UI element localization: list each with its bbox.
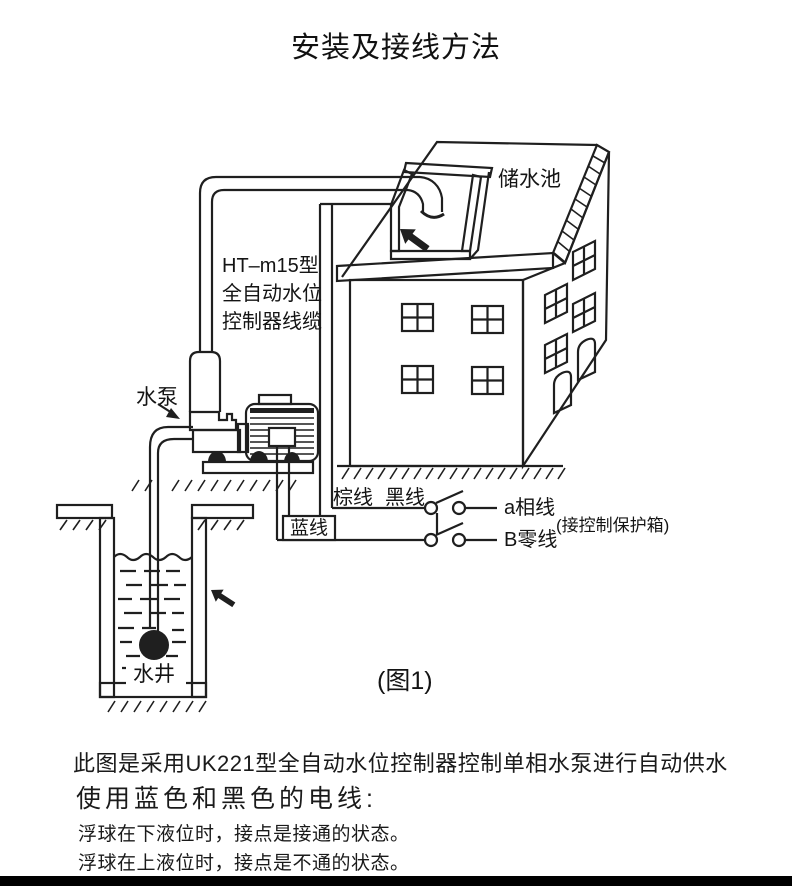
description-line-4: 浮球在上液位时，接点是不通的状态。 — [78, 853, 410, 874]
well-label-bg — [126, 662, 186, 685]
roof-water-tank — [389, 161, 494, 261]
left-ledge-ticks — [59, 519, 107, 531]
pipe-inner — [210, 188, 408, 352]
pump-feet — [208, 451, 300, 462]
blue-wire-label: 蓝线 — [290, 517, 328, 539]
building-front-wall — [348, 278, 525, 468]
pump-ground-ticks — [131, 479, 297, 492]
switch-contact — [451, 532, 467, 548]
front-window — [470, 304, 505, 335]
pump-chamber — [188, 350, 222, 412]
wire-stubs — [465, 506, 497, 542]
well-right-wall — [190, 516, 208, 699]
tank-label: 储水池 — [498, 168, 561, 191]
building-ground-ticks — [341, 467, 566, 480]
tank-back-rim — [402, 161, 494, 179]
well — [55, 503, 255, 699]
pump-step-block — [188, 410, 238, 432]
pump-assembly — [148, 350, 320, 632]
building — [335, 140, 611, 470]
supply-pipe — [198, 175, 420, 352]
right-ledge-ticks — [197, 519, 245, 531]
side-arched-door — [576, 337, 597, 382]
description-line-1: 此图是采用UK221型全自动水位控制器控制单相水泵进行自动供水 — [73, 751, 728, 776]
roof-outline — [341, 140, 598, 278]
conduit-lines — [318, 202, 393, 516]
tank-outer-edge — [469, 171, 491, 260]
up-left-arrow-icon — [207, 583, 238, 611]
page-title: 安装及接线方法 — [290, 32, 501, 64]
side-window — [571, 239, 597, 282]
front-window — [400, 364, 435, 395]
tank-inlet-spout — [419, 175, 444, 212]
motor-flange — [236, 422, 250, 454]
well-label: 水井 — [133, 663, 175, 686]
black-wire-label: 黑线 — [385, 486, 425, 509]
motor — [244, 393, 320, 463]
phase-wire-label: a相线 — [504, 496, 555, 519]
pump-label: 水泵 — [136, 386, 178, 409]
controller-cable-conduit — [318, 202, 393, 516]
cable-label-line1: HT–m15型 — [222, 254, 319, 277]
front-window — [400, 302, 435, 333]
well-left-ledge — [55, 503, 114, 520]
ground-hatching — [59, 467, 566, 713]
pump-lower-body — [191, 428, 242, 454]
side-window — [543, 332, 569, 375]
switch-contact — [423, 500, 439, 516]
footer-bar — [0, 876, 792, 886]
brown-wire-label: 棕线 — [333, 486, 373, 509]
suction-pipe-inner — [156, 437, 193, 632]
description-line-3: 浮球在下液位时，接点是接通的状态。 — [78, 824, 410, 845]
pump-base-plate — [201, 460, 315, 475]
front-window — [470, 365, 505, 396]
well-left-wall — [98, 516, 116, 699]
roof-eave-band — [335, 251, 555, 283]
cable-label-line3: 控制器线缆 — [222, 310, 322, 333]
neutral-wire-label: B零线 — [504, 528, 557, 551]
water-surface — [113, 552, 193, 562]
cable-label-line2: 全自动水位 — [222, 282, 322, 305]
switch-contact — [451, 500, 467, 516]
side-arched-door — [552, 370, 573, 415]
roof-right-band-rungs — [552, 144, 610, 263]
wiring-switch — [275, 446, 497, 548]
switch-contact — [423, 532, 439, 548]
pump-pointer — [157, 403, 180, 419]
arrowhead-icon — [166, 408, 180, 419]
suction-pipe-outer — [148, 425, 193, 629]
well-bottom-ticks — [107, 700, 207, 713]
side-window — [571, 291, 597, 334]
spout-outlet — [419, 209, 445, 219]
pipe-outer — [198, 175, 420, 352]
motor-terminal-box — [267, 426, 297, 448]
switch-blades — [435, 489, 464, 537]
description-line-2: 使用蓝色和黑色的电线: — [76, 785, 377, 813]
control-box-note: (接控制保护箱) — [556, 516, 669, 535]
tank-right-wall — [460, 173, 483, 253]
side-window — [543, 282, 569, 325]
figure-caption: (图1) — [377, 667, 433, 695]
blue-wire-label-box — [281, 514, 337, 542]
tank-inlet-spout-inner — [407, 188, 425, 214]
water-dashes — [118, 569, 186, 670]
float-ball — [139, 630, 169, 660]
well-right-ledge — [190, 503, 255, 520]
